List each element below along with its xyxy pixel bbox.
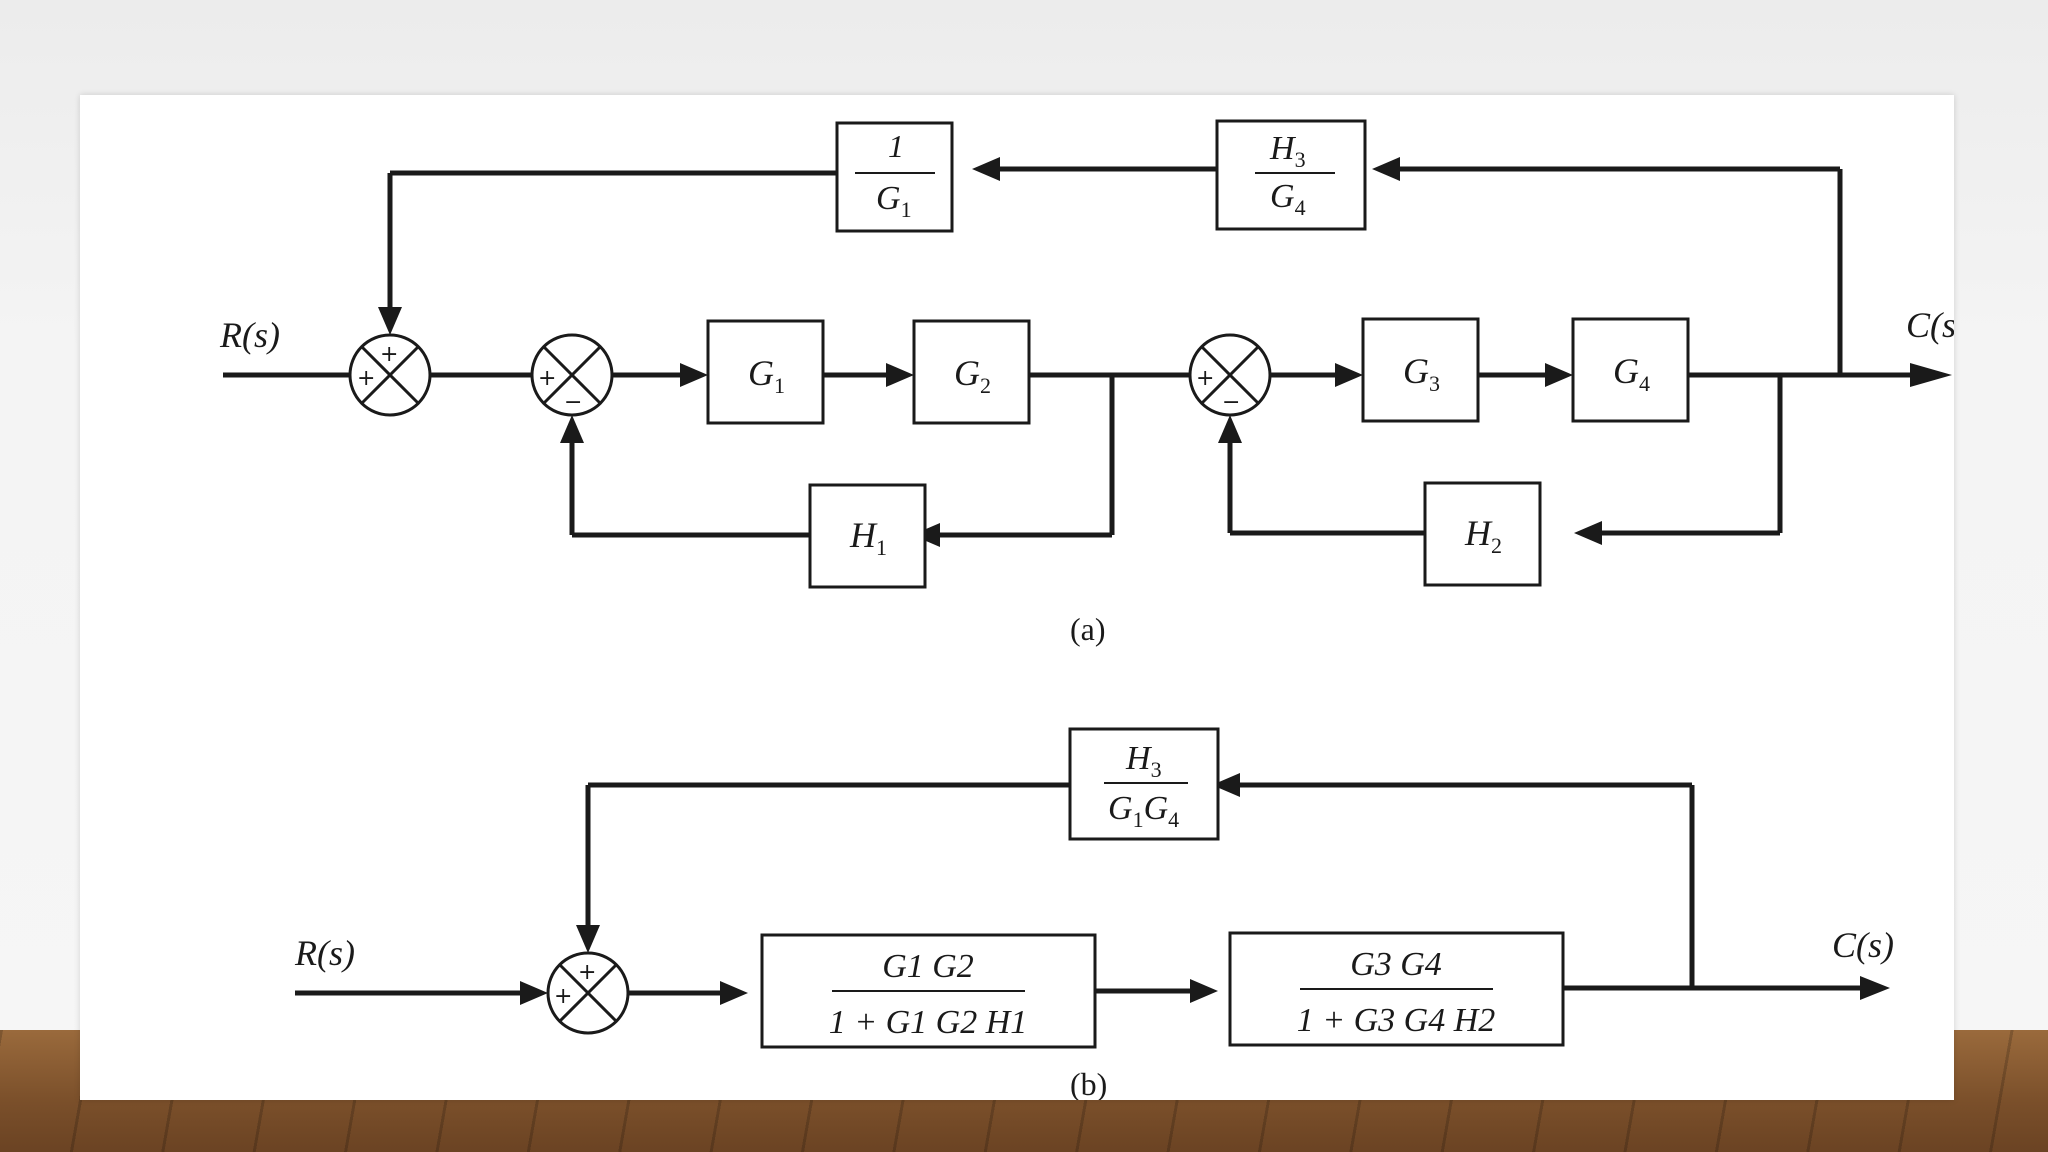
block2-denominator: 1 + G3 G4 H2 [1297, 1002, 1496, 1039]
h3g4-numerator: H3 [1269, 130, 1306, 172]
arrow [520, 981, 548, 1005]
sign-plus: + [1196, 366, 1214, 391]
sign-plus: + [357, 366, 375, 391]
arrow [886, 363, 914, 387]
block-g1-label: G1 [748, 353, 785, 398]
block1-denominator: 1 + G1 G2 H1 [829, 1004, 1028, 1041]
block-g2-label: G2 [954, 353, 991, 398]
block-inv-g1 [835, 121, 954, 233]
block-h1 [808, 483, 927, 589]
arrow [1545, 363, 1573, 387]
sign-plus: + [554, 984, 572, 1009]
feedback-denominator: G1G4 [1108, 790, 1179, 832]
sign-minus: − [1222, 390, 1240, 415]
arrow [1335, 363, 1363, 387]
arrow-output-b [1860, 976, 1890, 1000]
block-g3-label: G3 [1403, 351, 1440, 396]
slide: + + + − G1 G2 H1 + − [80, 95, 1954, 1100]
sign-plus: + [380, 342, 398, 367]
arrow-output-a [1910, 363, 1952, 387]
output-label-a: C(s [1906, 305, 1954, 345]
caption-b: (b) [1070, 1066, 1107, 1100]
block-g4-label: G4 [1613, 351, 1650, 396]
sign-minus: − [564, 390, 582, 415]
arrow [378, 307, 402, 335]
arrow [972, 157, 1000, 181]
feedback-numerator: H3 [1125, 740, 1162, 782]
arrow [1218, 415, 1242, 443]
arrow [680, 363, 708, 387]
block-h3-over-g4 [1215, 119, 1367, 231]
caption-a: (a) [1070, 611, 1106, 647]
block1-numerator: G1 G2 [882, 948, 974, 985]
arrow [560, 415, 584, 443]
inv-g1-denominator: G1 [876, 180, 912, 222]
arrow [1190, 979, 1218, 1003]
inv-g1-numerator: 1 [888, 128, 904, 164]
h3g4-denominator: G4 [1270, 178, 1306, 220]
block-g2 [912, 319, 1031, 425]
block-diagram: + + + − G1 G2 H1 + − [219, 119, 1954, 1100]
arrow [1212, 773, 1240, 797]
block-h2 [1423, 481, 1542, 587]
diagram-a: + + + − G1 G2 H1 + − [219, 119, 1954, 647]
sign-plus: + [578, 960, 596, 985]
block-h2-label: H2 [1464, 513, 1502, 558]
block-g4 [1571, 317, 1690, 423]
output-label-b: C(s) [1832, 925, 1894, 965]
diagram-b: + + G1 G2 1 + G1 G2 H1 G3 G4 1 + G3 G4 H… [294, 727, 1894, 1100]
block-g1 [706, 319, 825, 425]
arrow [720, 981, 748, 1005]
arrow [1372, 157, 1400, 181]
arrow [576, 925, 600, 953]
block-g3 [1361, 317, 1480, 423]
input-label-b: R(s) [294, 933, 355, 973]
arrow [1574, 521, 1602, 545]
sign-plus: + [538, 366, 556, 391]
block2-numerator: G3 G4 [1350, 946, 1442, 983]
block-h1-label: H1 [849, 515, 887, 560]
input-label-a: R(s) [219, 315, 280, 355]
